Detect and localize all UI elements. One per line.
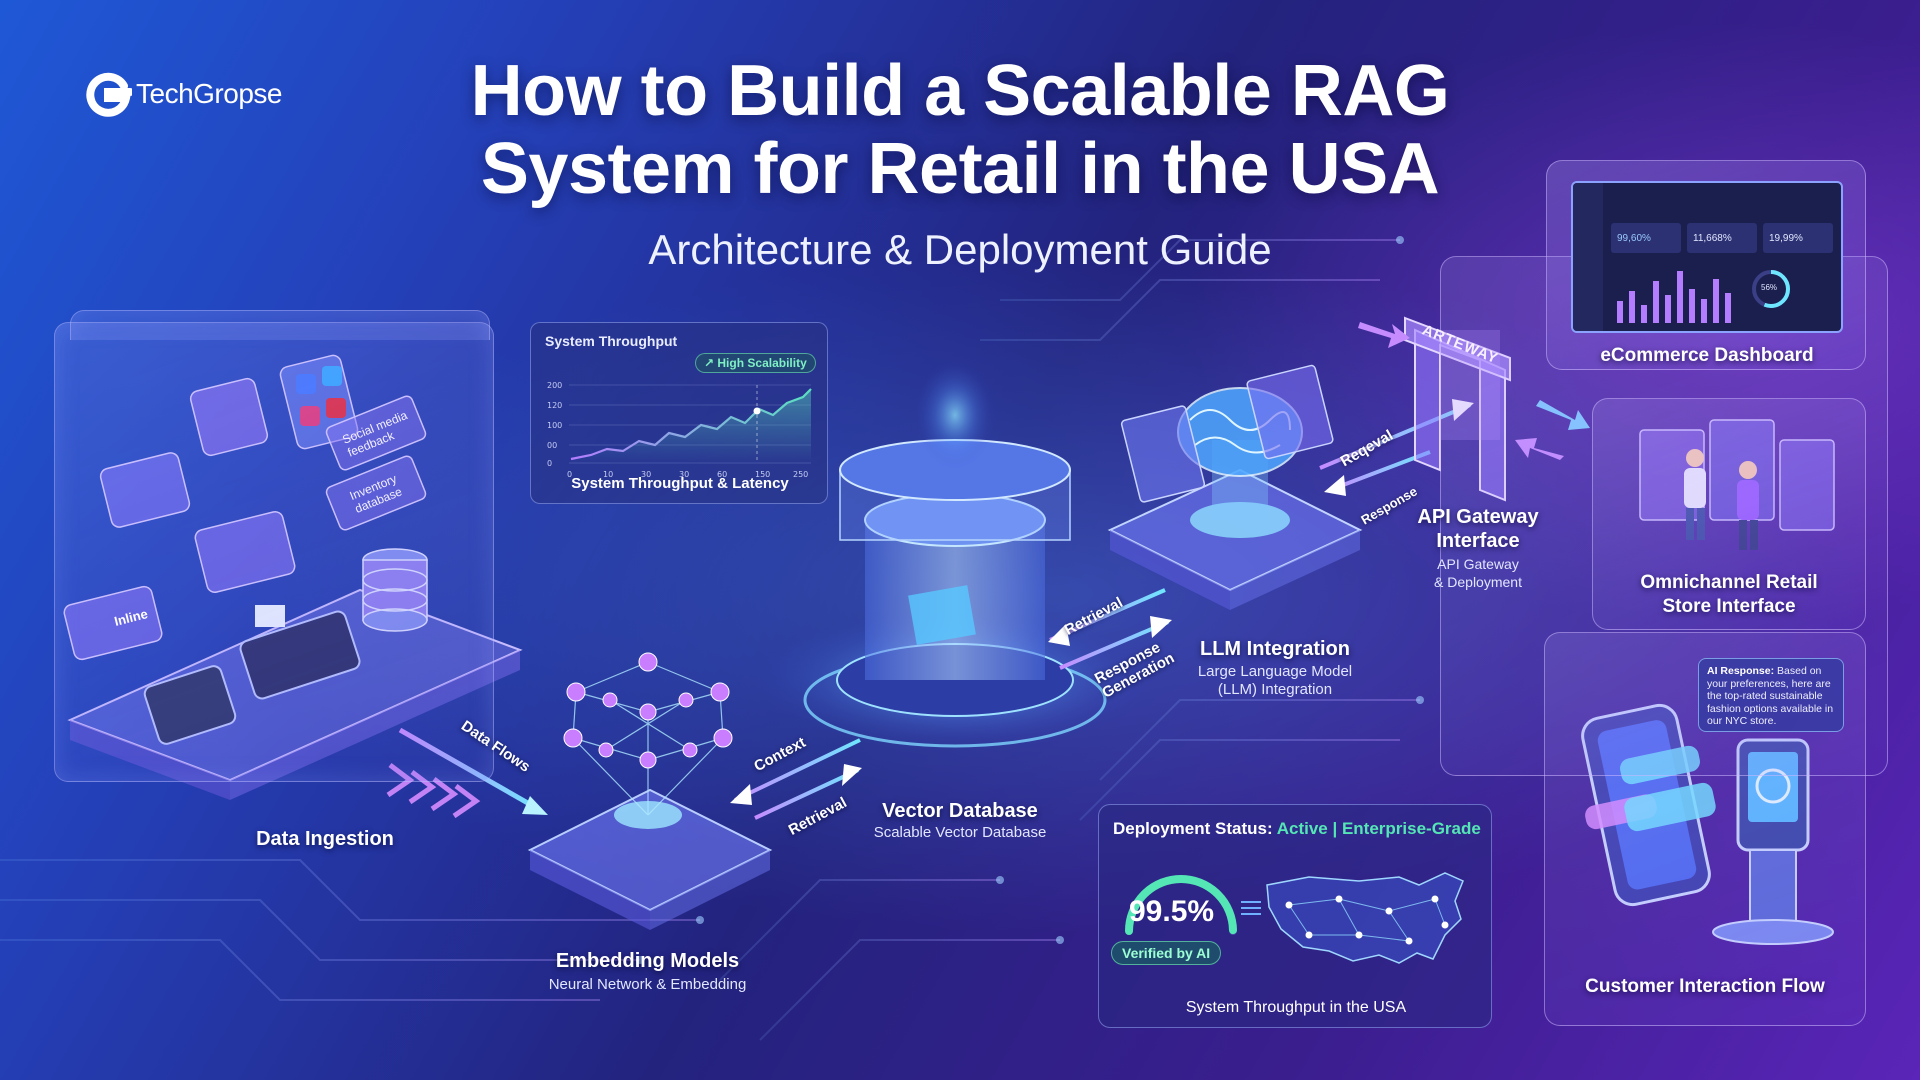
page-subtitle: Architecture & Deployment Guide	[648, 226, 1272, 273]
data-ingestion-label: Data Ingestion	[256, 828, 394, 850]
verified-by-ai-badge: Verified by AI	[1111, 941, 1222, 965]
deployment-status-card[interactable]: Deployment Status: Active | Enterprise-G…	[1098, 804, 1492, 1028]
ai-response-prefix: AI Response:	[1707, 665, 1775, 677]
dashboard-screen: 99,60% 11,668% 19,99% 56%	[1571, 181, 1843, 333]
brand-logo[interactable]: TechGropse	[84, 70, 282, 118]
uptime-percentage: 99.5%	[1129, 895, 1215, 928]
embedding-models-sublabel: Neural Network & Embedding	[548, 976, 747, 993]
y-tick-0: 200	[547, 381, 562, 390]
uptime-gauge	[1125, 875, 1237, 935]
page-title-block: How to Build a Scalable RAG System for R…	[360, 52, 1560, 274]
dashboard-stat-card-2: 11,668%	[1687, 223, 1757, 253]
y-tick-2: 100	[547, 421, 562, 430]
map-connector-lines	[1241, 901, 1261, 903]
deployment-status-header: Deployment Status: Active | Enterprise-G…	[1113, 819, 1481, 839]
title-line-2: System for Retail in the USA	[480, 129, 1440, 209]
vector-database-sublabel: Scalable Vector Database	[873, 824, 1047, 841]
omnichannel-panel[interactable]	[1592, 398, 1866, 630]
x-tick-0: 0	[567, 470, 572, 479]
dashboard-sidebar	[1573, 183, 1603, 331]
ai-response-bubble: AI Response: Based on your preferences, …	[1698, 658, 1844, 732]
dashboard-stat-card-3: 19,99%	[1763, 223, 1833, 253]
x-tick-3: 30	[679, 470, 689, 479]
throughput-line-chart: 200 120 100 00 0 0 10 30 30 60 150 250	[547, 381, 812, 479]
customer-interaction-label: Customer Interaction Flow	[1585, 976, 1825, 997]
usa-network-map	[1266, 872, 1464, 964]
x-tick-5: 150	[755, 470, 770, 479]
y-tick-1: 120	[547, 401, 562, 410]
y-tick-4: 0	[547, 459, 552, 468]
x-tick-1: 10	[603, 470, 613, 479]
deployment-status-label: Deployment Status:	[1113, 819, 1273, 838]
throughput-card-footer: System Throughput & Latency	[571, 475, 789, 492]
high-scalability-badge: ↗ High Scalability	[695, 353, 816, 373]
high-scalability-text: High Scalability	[717, 356, 807, 370]
throughput-card-title: System Throughput	[545, 333, 678, 349]
title-line-1: How to Build a Scalable RAG	[470, 51, 1450, 131]
ai-response-text: Based on your preferences, here are the …	[1707, 665, 1834, 727]
x-tick-6: 250	[793, 470, 808, 479]
dashboard-gauge	[1752, 270, 1790, 308]
dashboard-stat-1: 99,60%	[1617, 233, 1651, 244]
omnichannel-label-1: Omnichannel Retail	[1640, 572, 1818, 593]
dashboard-stat-card-1: 99,60%	[1611, 223, 1681, 253]
data-ingestion-panel[interactable]	[54, 322, 494, 782]
api-gateway-sublabel-1: API Gateway	[1437, 556, 1519, 572]
dashboard-bar-chart	[1617, 271, 1731, 323]
trend-up-icon: ↗	[704, 356, 718, 370]
llm-integration-label: LLM Integration	[1200, 638, 1350, 660]
dashboard-stat-3: 19,99%	[1769, 233, 1803, 244]
llm-integration-sublabel-1: Large Language Model	[1197, 663, 1353, 680]
api-gateway-label-2: Interface	[1436, 530, 1520, 552]
techgropse-logo-icon	[86, 72, 132, 117]
deployment-status-value: Active | Enterprise-Grade	[1276, 819, 1481, 838]
api-gateway-label-1: API Gateway	[1417, 506, 1539, 528]
x-tick-4: 60	[717, 470, 727, 479]
y-tick-3: 00	[547, 441, 557, 450]
deployment-card-footer: System Throughput in the USA	[1185, 999, 1407, 1016]
omnichannel-label-2: Store Interface	[1662, 596, 1796, 617]
api-gateway-sublabel-2: & Deployment	[1434, 574, 1522, 590]
llm-integration-sublabel-2: (LLM) Integration	[1217, 681, 1333, 698]
data-ingestion-panel-back	[70, 310, 490, 340]
ecommerce-dashboard-panel[interactable]: 99,60% 11,668% 19,99% 56% eCommerce Dash…	[1546, 160, 1866, 370]
dashboard-gauge-value: 56%	[1761, 283, 1778, 292]
ecommerce-dashboard-label: eCommerce Dashboard	[1600, 345, 1814, 366]
x-tick-2: 30	[641, 470, 651, 479]
dashboard-stat-2: 11,668%	[1693, 233, 1732, 244]
vector-database-label: Vector Database	[882, 800, 1038, 822]
brand-name: TechGropse	[136, 78, 282, 109]
system-throughput-card[interactable]: System Throughput ↗ High Scalability 200…	[530, 322, 828, 504]
embedding-models-label: Embedding Models	[555, 950, 740, 972]
